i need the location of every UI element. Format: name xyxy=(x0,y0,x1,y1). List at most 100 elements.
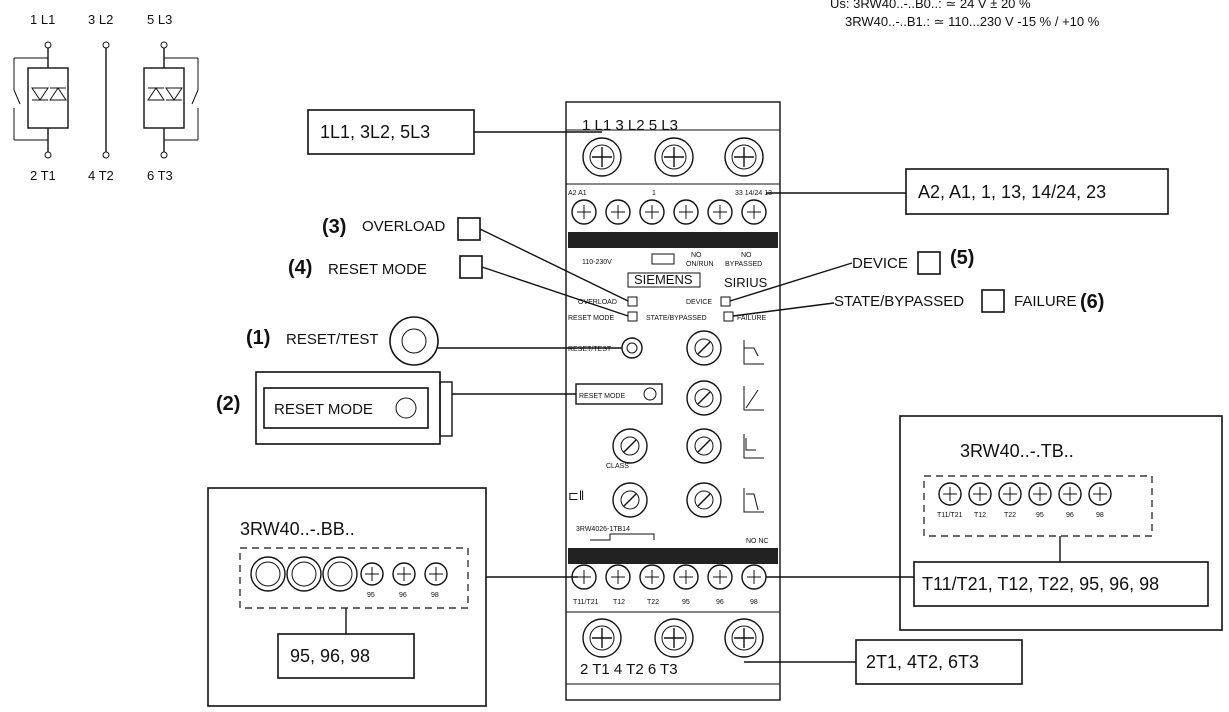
indicator-overload: (3) OVERLOAD xyxy=(322,216,629,302)
svg-text:⊏‖: ⊏‖ xyxy=(568,488,584,503)
device-potentiometers xyxy=(612,330,722,518)
device-bottom-label-95: 95 xyxy=(682,599,690,606)
inset-tb-variant: 3RW40..-.TB.. T11/T21 T12 T22 95 96 98 T… xyxy=(766,415,1223,631)
device-no-nc: NO NC xyxy=(746,538,769,545)
device-bottom-label-t11: T11/T21 xyxy=(573,599,599,606)
device-failure-label: FAILURE xyxy=(737,315,767,322)
soft-starter-device: 1 L1 3 L2 5 L3 A2 A1 1 33 14/24 13 110-2… xyxy=(565,101,781,701)
device-series: SIRIUS xyxy=(724,275,768,290)
inset-bb-plugs xyxy=(250,556,358,592)
callout-bottom-main-text: 2T1, 4T2, 6T3 xyxy=(866,652,979,672)
device-voltage: 110-230V xyxy=(582,259,612,266)
indicator-6-num: (6) xyxy=(1080,291,1104,313)
inset-tb-label-98: 98 xyxy=(1096,512,1104,519)
thyristor-schematic: 1 L1 3 L2 5 L3 2 T xyxy=(13,12,199,183)
device-top-terminal-label: 1 L1 3 L2 5 L3 xyxy=(582,117,678,134)
device-reset-test-button[interactable] xyxy=(621,337,643,359)
indicator-device: DEVICE (5) xyxy=(729,247,974,302)
device-overload-led xyxy=(627,296,638,307)
device-brand: SIEMENS xyxy=(634,272,693,287)
inset-tb-screws xyxy=(938,482,1112,506)
top-control-screws xyxy=(571,199,767,225)
reset-mode-switch-icon xyxy=(263,387,429,429)
callout-control-terminals-text: A2, A1, 1, 13, 14/24, 23 xyxy=(918,182,1106,202)
device-bottom-label-96: 96 xyxy=(716,599,724,606)
inset-bb-screws xyxy=(360,562,448,586)
device-failure-led xyxy=(723,311,734,322)
indicator-reset-mode-led: (4) RESET MODE xyxy=(288,255,629,317)
device-model: 3RW4026-1TB14 xyxy=(576,526,630,533)
device-bottom-terminal-label: 2 T1 4 T2 6 T3 xyxy=(580,661,678,678)
indicator-2-num: (2) xyxy=(216,393,240,415)
callout-bottom-main: 2T1, 4T2, 6T3 xyxy=(744,639,1023,685)
bottom-control-screws xyxy=(571,564,767,590)
device-bottom-label-t12: T12 xyxy=(613,599,625,606)
indicator-5-label: DEVICE xyxy=(852,255,908,272)
indicator-6-prefix: STATE/BYPASSED xyxy=(834,293,964,310)
circuit-label-1l1: 1 L1 xyxy=(30,12,55,27)
device-no-1: NO xyxy=(691,252,702,259)
indicator-6-label: FAILURE xyxy=(1014,293,1077,310)
callout-control-terminals: A2, A1, 1, 13, 14/24, 23 xyxy=(766,168,1169,215)
circuit-label-3l2: 3 L2 xyxy=(88,12,113,27)
device-bottom-label-98: 98 xyxy=(750,599,758,606)
failure-led-icon xyxy=(981,289,1005,313)
inset-bb-variant: 3RW40..-.BB.. 95 96 98 95, 96, 98 xyxy=(207,487,578,707)
device-bypassed: BYPASSED xyxy=(725,261,762,268)
inset-tb-label-t22: T22 xyxy=(1004,512,1016,519)
circuit-label-5l3: 5 L3 xyxy=(147,12,172,27)
inset-tb-terminals-text: T11/T21, T12, T22, 95, 96, 98 xyxy=(922,574,1159,594)
supply-line-1: Us: 3RW40..-..B0..: ≃ 24 V ± 20 % xyxy=(830,0,1031,11)
indicator-reset-mode-switch: (2) RESET MODE xyxy=(216,371,576,445)
supply-line-2: 3RW40..-..B1.: ≃ 110...230 V -15 % / +10… xyxy=(845,14,1100,29)
indicator-4-num: (4) xyxy=(288,257,312,279)
inset-tb-label-95: 95 xyxy=(1036,512,1044,519)
device-ctrl-label-13: 33 14/24 13 xyxy=(735,190,772,197)
top-main-screws xyxy=(582,137,764,177)
indicator-5-num: (5) xyxy=(950,247,974,269)
inset-tb-label-t12: T12 xyxy=(974,512,986,519)
reset-test-button-icon xyxy=(389,316,439,366)
inset-bb-terminals-text: 95, 96, 98 xyxy=(290,646,370,666)
device-ctrl-label-1: 1 xyxy=(652,190,656,197)
indicator-3-label: OVERLOAD xyxy=(362,218,446,235)
device-class-label: CLASS xyxy=(606,463,629,470)
inset-tb-label-t11: T11/T21 xyxy=(937,512,963,519)
device-device-led xyxy=(720,296,731,307)
bottom-main-screws xyxy=(582,618,764,658)
circuit-label-2t1: 2 T1 xyxy=(30,168,56,183)
overload-led-icon xyxy=(457,217,481,241)
device-reset-mode-label: RESET MODE xyxy=(568,315,614,322)
indicator-reset-test: (1) RESET/TEST xyxy=(246,316,622,366)
device-overload-label: OVERLOAD xyxy=(578,299,617,306)
device-reset-mode-switch-label: RESET MODE xyxy=(579,393,625,400)
inset-tb-label-96: 96 xyxy=(1066,512,1074,519)
device-reset-test-label: RESET/TEST xyxy=(568,346,612,353)
indicator-failure: STATE/BYPASSED FAILURE (6) xyxy=(732,289,1104,317)
callout-top-main: 1L1, 3L2, 5L3 xyxy=(307,109,602,155)
reset-mode-led-icon xyxy=(459,255,483,279)
inset-bb-label-98: 98 xyxy=(431,592,439,599)
inset-bb-label-95: 95 xyxy=(367,592,375,599)
device-state-bypassed-label: STATE/BYPASSED xyxy=(646,315,707,322)
device-led-icon xyxy=(917,251,941,275)
inset-bb-title: 3RW40..-.BB.. xyxy=(240,519,355,539)
device-reset-mode-led xyxy=(627,311,638,322)
device-no-2: NO xyxy=(741,252,752,259)
device-on-run: ON/RUN xyxy=(686,261,714,268)
inset-bb-label-96: 96 xyxy=(399,592,407,599)
circuit-label-6t3: 6 T3 xyxy=(147,168,173,183)
indicator-1-label: RESET/TEST xyxy=(286,331,379,348)
indicator-1-num: (1) xyxy=(246,327,270,349)
indicator-2-label: RESET MODE xyxy=(274,401,373,418)
device-ctrl-label-a2a1: A2 A1 xyxy=(568,190,587,197)
callout-top-main-text: 1L1, 3L2, 5L3 xyxy=(320,122,430,142)
device-device-label: DEVICE xyxy=(686,299,712,306)
indicator-3-num: (3) xyxy=(322,216,346,238)
indicator-4-label: RESET MODE xyxy=(328,261,427,278)
circuit-label-4t2: 4 T2 xyxy=(88,168,114,183)
inset-tb-title: 3RW40..-.TB.. xyxy=(960,441,1074,461)
device-bottom-label-t22: T22 xyxy=(647,599,659,606)
